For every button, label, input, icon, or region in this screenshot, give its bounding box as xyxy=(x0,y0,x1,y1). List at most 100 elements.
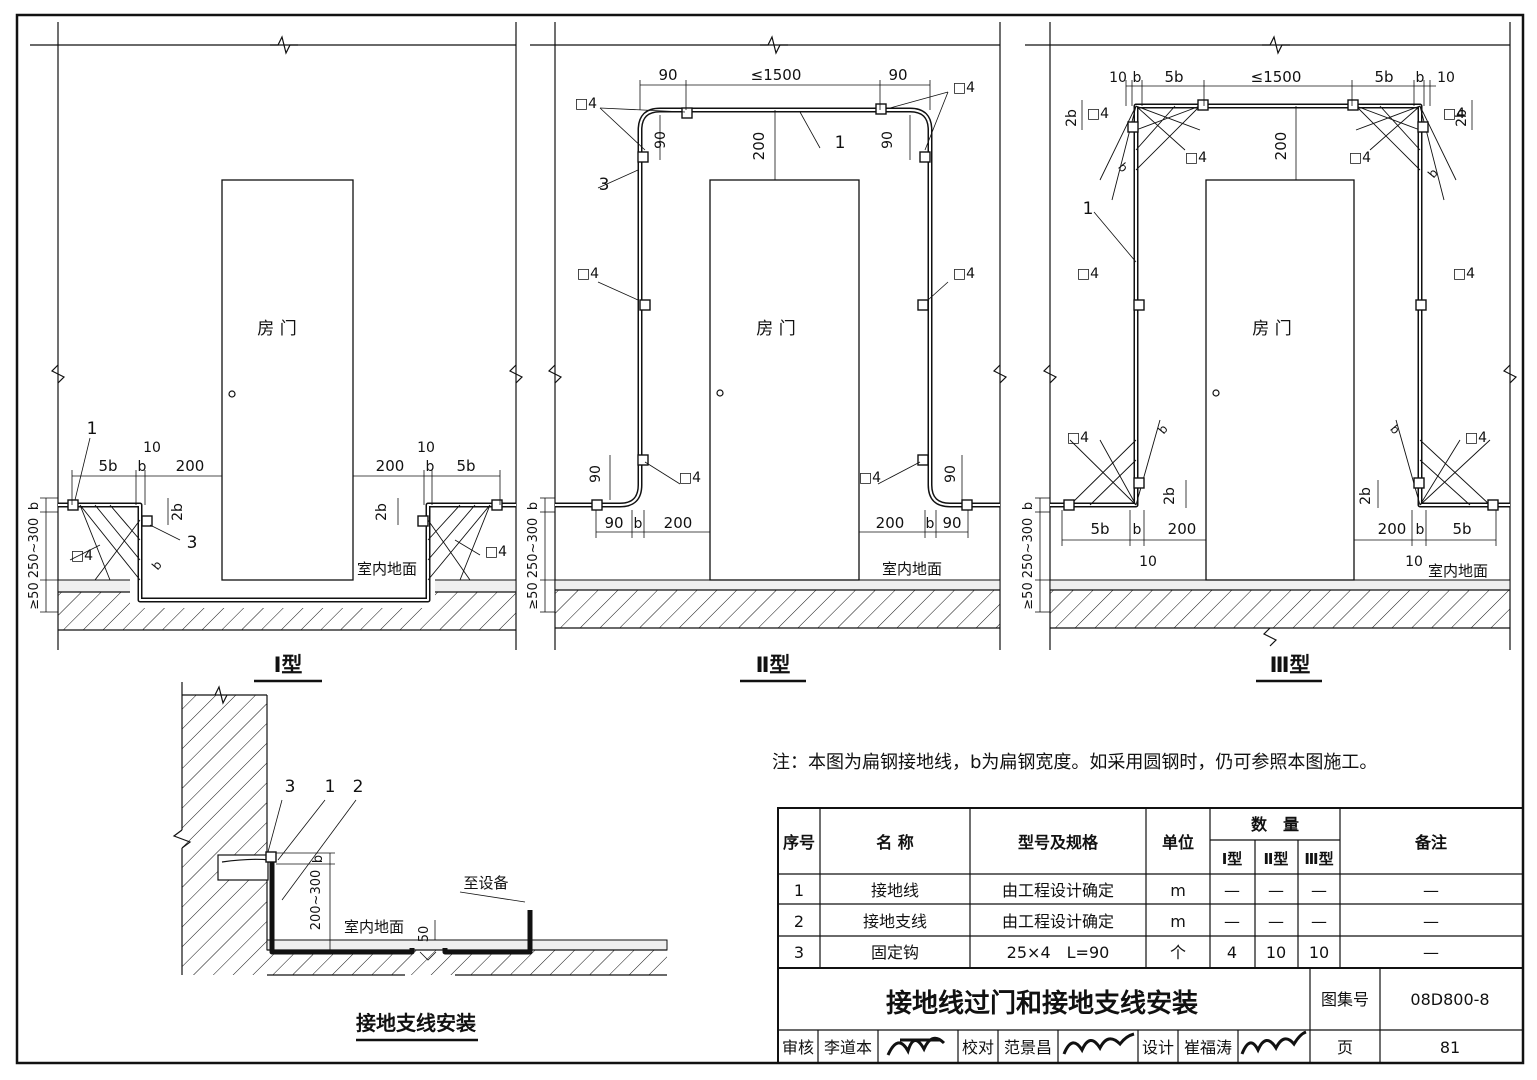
clip xyxy=(919,151,931,163)
clip xyxy=(917,299,929,311)
row2-q1: — xyxy=(1224,912,1240,931)
page-label: 页 xyxy=(1337,1038,1353,1057)
row2-q2: — xyxy=(1268,912,1284,931)
dim-250-300: 250~300 xyxy=(526,518,541,579)
row3-spec: 25×4 L=90 xyxy=(1007,943,1110,962)
callout-3: 3 xyxy=(285,777,296,797)
dim-2b-top-left: 2b xyxy=(1064,109,1080,127)
floor-label: 室内地面 xyxy=(357,560,417,578)
dim-b-diag: b xyxy=(1155,422,1171,437)
clip xyxy=(961,499,973,511)
weld-mark: □4 xyxy=(859,470,881,486)
sheet-frame xyxy=(15,13,1525,1065)
weld-mark: □4 xyxy=(953,80,975,96)
door-type1 xyxy=(221,179,354,581)
callout-1: 1 xyxy=(1083,199,1094,219)
weld-mark: □4 xyxy=(1453,266,1475,282)
panel-type1: 房 门 室内地面 5b b 10 200 200 b 10 5b 2b 2b b… xyxy=(27,22,524,683)
dim-ge50: ≥50 xyxy=(526,582,541,609)
row1-spec: 由工程设计确定 xyxy=(1002,881,1114,900)
weld-mark: □4 xyxy=(575,96,597,112)
dim-5b-left: 5b xyxy=(98,457,117,475)
dim-90-low-left: 90 xyxy=(588,465,604,483)
row2-spec: 由工程设计确定 xyxy=(1002,912,1114,931)
th-no: 序号 xyxy=(783,833,815,852)
dim-2b-top-right: 2b xyxy=(1454,109,1470,127)
clip xyxy=(417,515,429,527)
th-remark: 备注 xyxy=(1414,833,1447,852)
row2-no: 2 xyxy=(794,912,804,931)
dim-250-300: 250~300 xyxy=(27,518,42,579)
dim-90-bottom-left: 90 xyxy=(604,514,623,532)
clip xyxy=(1063,499,1075,511)
dim-2b-right: 2b xyxy=(374,503,390,521)
panel-title: Ⅲ型 xyxy=(1270,653,1311,677)
row2-unit: m xyxy=(1170,912,1186,931)
weld-mark: □4 xyxy=(71,548,93,564)
row1-remark: — xyxy=(1423,881,1439,900)
design-label: 设计 xyxy=(1142,1038,1174,1057)
checker-name: 范景昌 xyxy=(1004,1038,1052,1057)
dim-10-top-left: 10 xyxy=(1109,70,1127,86)
dim-b-bottom-right: b xyxy=(926,516,935,532)
weld-mark: □4 xyxy=(1349,150,1371,166)
dim-200: 200 xyxy=(1272,132,1290,161)
clip xyxy=(1347,99,1359,111)
clip xyxy=(1127,121,1139,133)
drawing-note: 注：本图为扁钢接地线，b为扁钢宽度。如采用圆钢时，仍可参照本图施工。 xyxy=(772,752,1377,773)
dim-b-diag: b xyxy=(149,558,165,573)
dim-200-left: 200 xyxy=(176,457,205,475)
clip xyxy=(637,151,649,163)
detail-branch-install: 3 1 2 室内地面 至设备 b 200~300 50 接地支线安装 xyxy=(172,682,668,1042)
clip xyxy=(639,299,651,311)
dim-5b-top-right: 5b xyxy=(1374,68,1393,86)
floor-label: 室内地面 xyxy=(882,560,942,578)
row1-q1: — xyxy=(1224,881,1240,900)
dim-200-right: 200 xyxy=(376,457,405,475)
dim-ge50: ≥50 xyxy=(27,582,42,609)
row2-name: 接地支线 xyxy=(863,912,927,931)
door-label: 房 门 xyxy=(1252,319,1291,339)
designer-signature xyxy=(1240,1030,1307,1055)
clip xyxy=(491,499,503,511)
designer-name: 崔福涛 xyxy=(1184,1038,1232,1057)
weld-mark: □4 xyxy=(1443,106,1465,122)
dim-10-top-right: 10 xyxy=(1437,70,1455,86)
th-qty-type1: Ⅰ型 xyxy=(1222,850,1243,868)
dim-250-300: 250~300 xyxy=(1021,518,1036,579)
dim-2b-left: 2b xyxy=(170,503,186,521)
dim-b-side: b xyxy=(526,502,541,510)
clip xyxy=(1415,299,1427,311)
dim-90-top-left: 90 xyxy=(658,66,677,84)
dim-200-bottom-left: 200 xyxy=(664,514,693,532)
review-label: 审核 xyxy=(782,1038,814,1057)
to-equipment-label: 至设备 xyxy=(463,874,508,892)
dim-200-300: 200~300 xyxy=(309,870,324,931)
dim-2b-low-right: 2b xyxy=(1358,487,1374,505)
weld-mark: □4 xyxy=(1077,266,1099,282)
clip xyxy=(875,103,887,115)
clip xyxy=(1197,99,1209,111)
dim-b-bottom-left: b xyxy=(634,516,643,532)
checker-signature xyxy=(1062,1032,1135,1055)
dim-90-top-right: 90 xyxy=(888,66,907,84)
callout-1: 1 xyxy=(325,777,336,797)
clip xyxy=(1417,121,1429,133)
dim-200-bottom-right: 200 xyxy=(1378,520,1407,538)
dim-b-bottom-right: b xyxy=(1416,522,1425,538)
dim-b-right: b xyxy=(426,459,435,475)
dim-ge50: ≥50 xyxy=(1021,582,1036,609)
dim-b-diag: b xyxy=(1115,160,1131,175)
clip xyxy=(141,515,153,527)
dim-5b-top-left: 5b xyxy=(1164,68,1183,86)
callout-2: 2 xyxy=(353,777,364,797)
dim-b-left: b xyxy=(138,459,147,475)
panel-type3: 房 门 室内地面 10 b 5b ≤1500 5b b 10 200 2b 2b… xyxy=(1021,22,1518,683)
th-spec: 型号及规格 xyxy=(1018,833,1099,852)
reviewer-signature xyxy=(886,1036,946,1056)
th-qty-type2: Ⅱ型 xyxy=(1264,850,1289,868)
row3-q2: 10 xyxy=(1266,943,1286,962)
door-label: 房 门 xyxy=(257,319,296,339)
row1-name: 接地线 xyxy=(871,881,919,900)
